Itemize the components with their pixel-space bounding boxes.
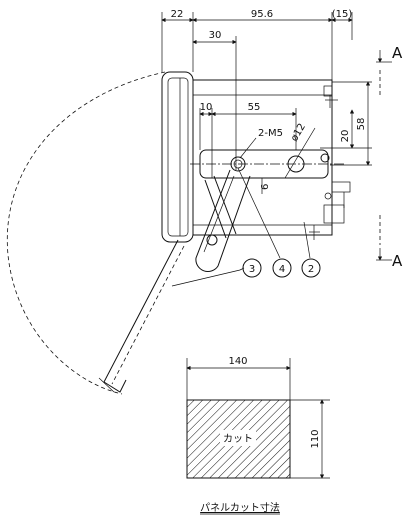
dim-cut-width: 140 xyxy=(228,356,247,367)
dim-phi12: ø12 xyxy=(289,122,308,144)
callout-group: 3 4 2 xyxy=(171,167,321,287)
callout-3: 3 xyxy=(249,264,255,275)
dim-20: 20 xyxy=(340,130,351,143)
dim-95-6: 95.6 xyxy=(251,9,273,20)
thread-label: 2-M5 xyxy=(258,128,283,139)
dim-6: 6 xyxy=(260,184,271,190)
dim-22: 22 xyxy=(171,9,184,20)
door-swing-arc xyxy=(6,71,166,395)
panel-cut-drawing: 140 110 カット xyxy=(186,356,330,479)
section-marker-top: A xyxy=(376,44,403,98)
dim-55: 55 xyxy=(248,102,261,113)
right-dimensions: 20 58 xyxy=(320,81,372,166)
panel-cut-caption: パネルカット寸法 xyxy=(200,501,280,514)
main-body xyxy=(192,79,351,240)
callout-2: 2 xyxy=(308,264,314,275)
callout-4: 4 xyxy=(279,264,285,275)
front-bezel xyxy=(161,71,194,243)
door-panel-open xyxy=(98,239,185,393)
hinge-mechanism: 10 55 2-M5 ø12 6 xyxy=(190,102,345,272)
dim-58: 58 xyxy=(356,118,367,131)
section-label-bottom: A xyxy=(392,252,403,270)
dim-30: 30 xyxy=(209,30,222,41)
dim-15: (15) xyxy=(332,9,353,20)
section-marker-bottom: A xyxy=(376,215,403,270)
top-dimension-chain: 22 95.6 (15) 30 xyxy=(161,9,353,170)
section-label-top: A xyxy=(392,44,403,62)
dim-10: 10 xyxy=(200,102,213,113)
dim-cut-height: 110 xyxy=(310,429,321,448)
cut-fill-label: カット xyxy=(223,433,253,445)
